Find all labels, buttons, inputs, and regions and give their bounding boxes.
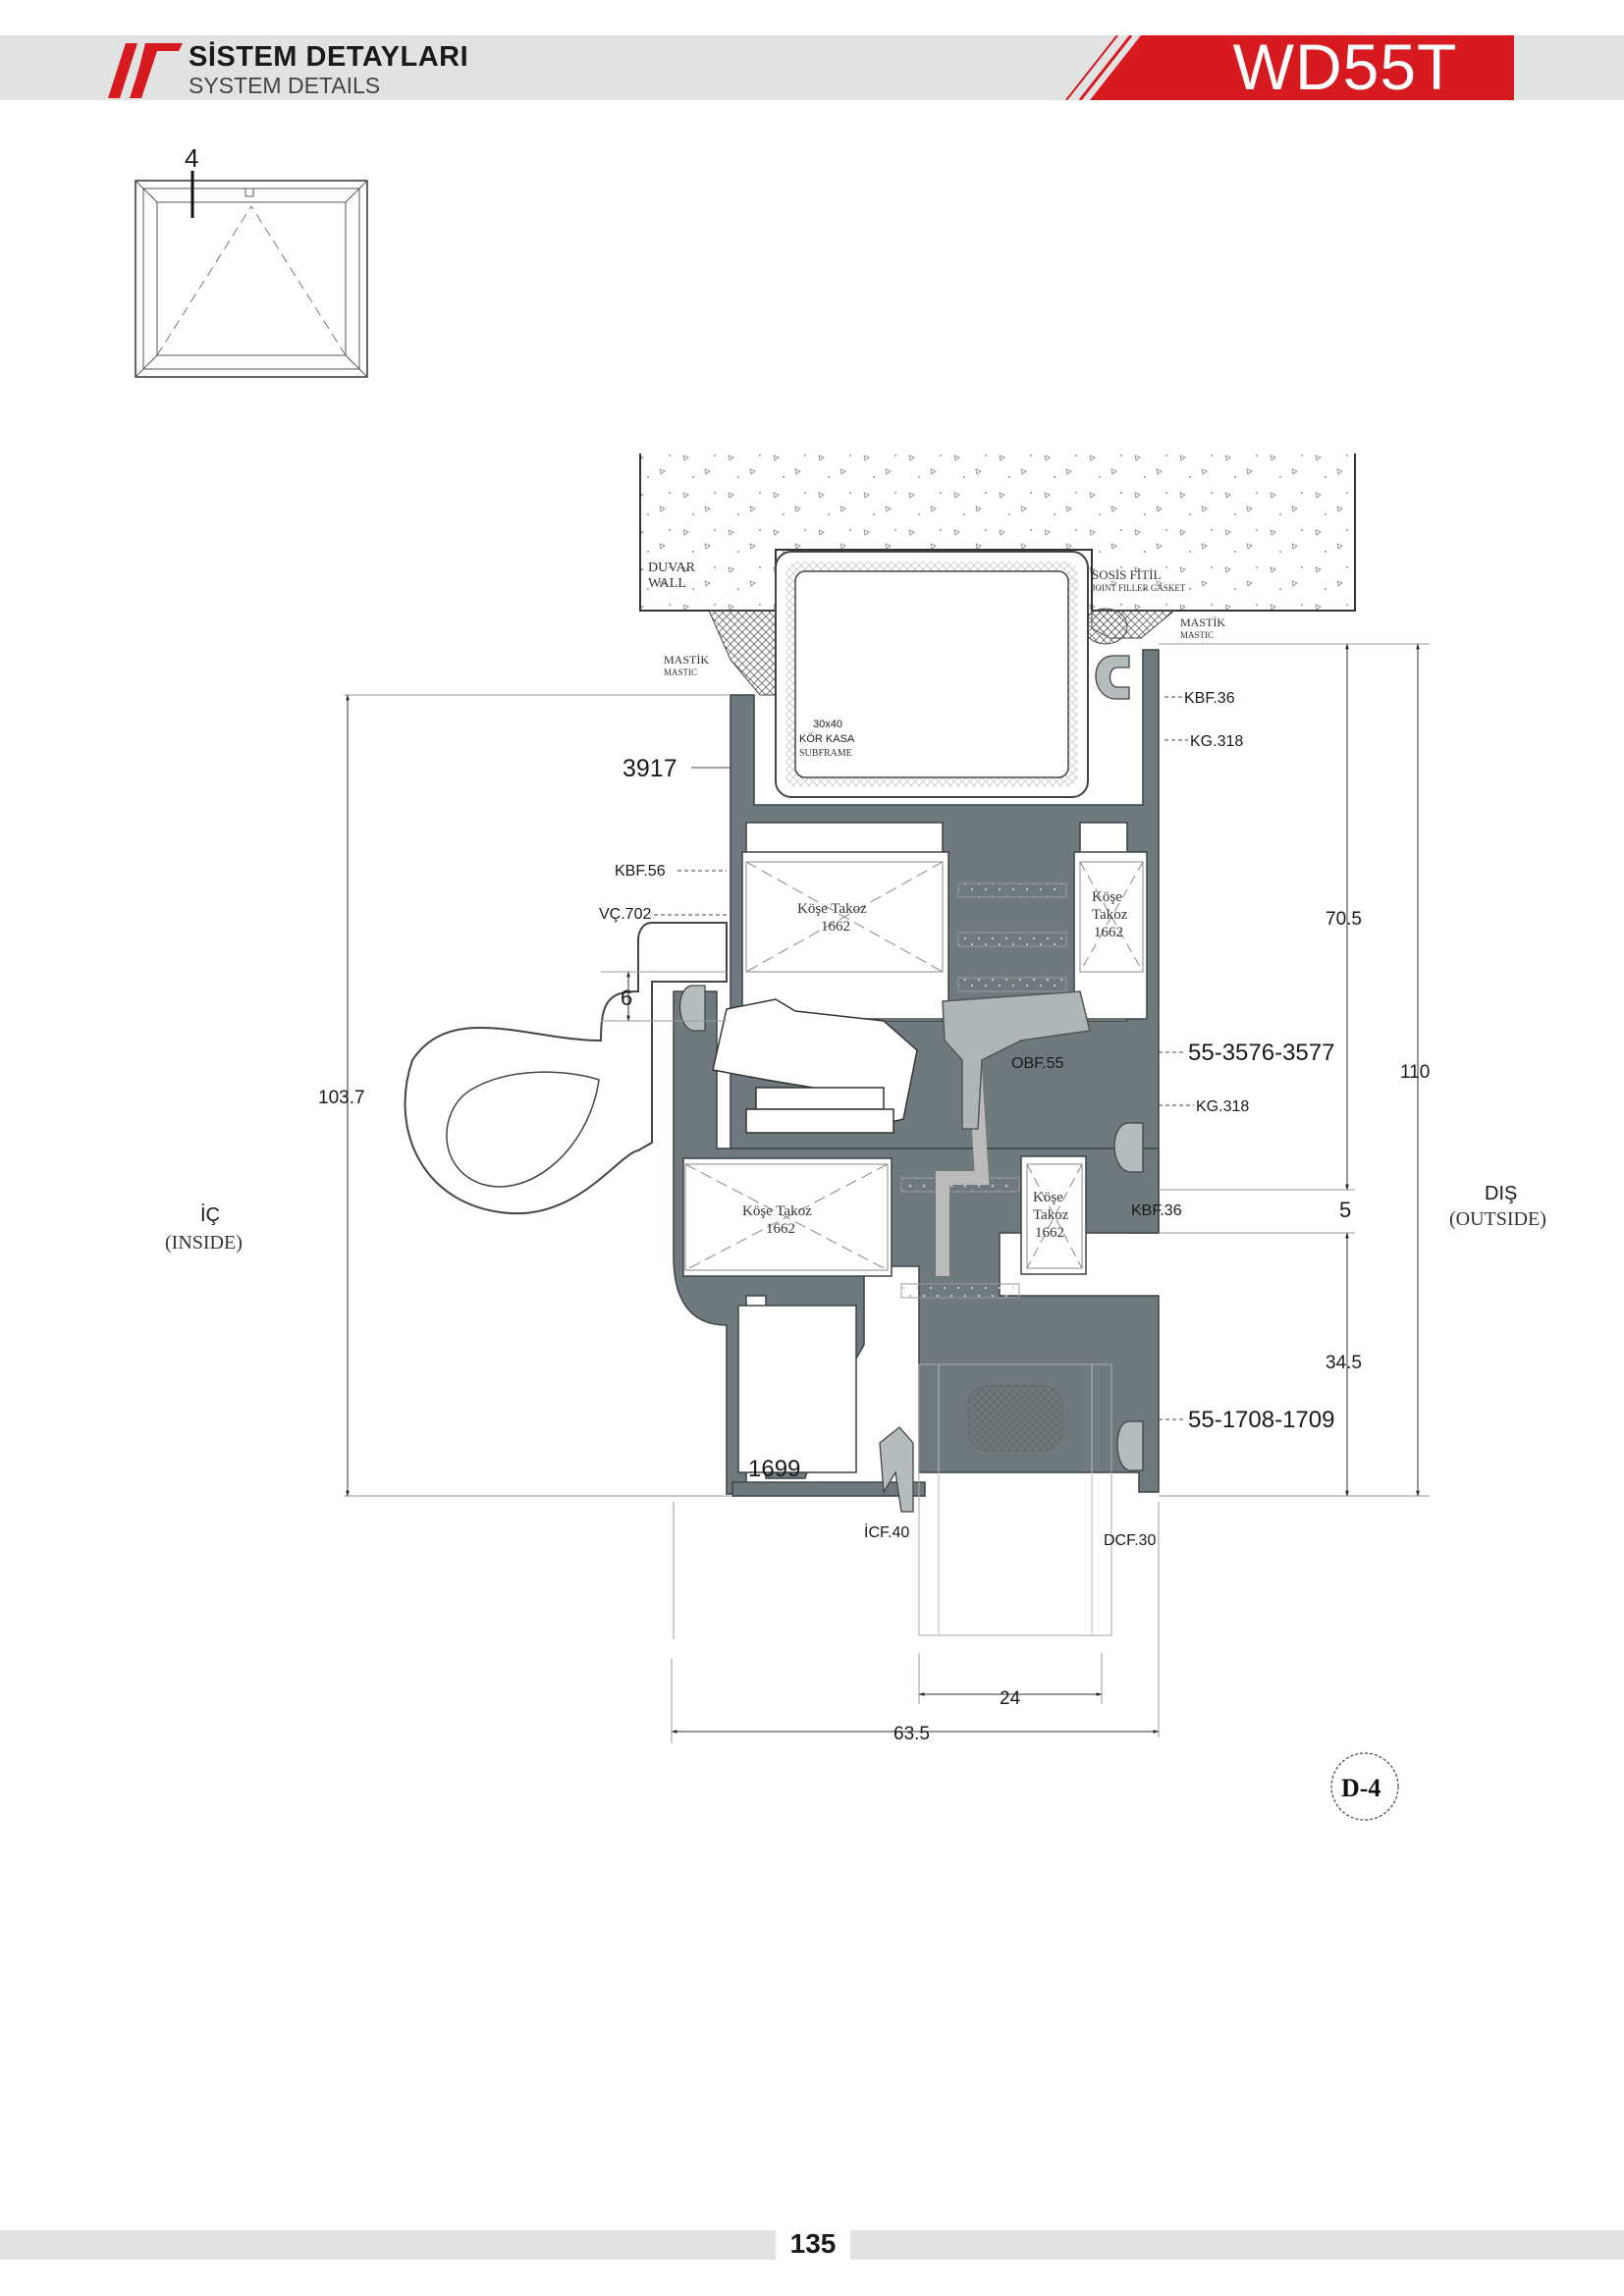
label-inside-en: (INSIDE) [165, 1232, 243, 1254]
label-subframe-size: 30x40 [813, 719, 842, 730]
label-takoz3-b: 1662 [766, 1221, 795, 1237]
label-profile-1699: 1699 [748, 1456, 800, 1482]
label-mastic-right: MASTIC [1180, 630, 1214, 640]
key-plan [135, 171, 368, 378]
model-code: WD55T [1232, 30, 1458, 103]
leader-lines [654, 696, 1194, 1420]
brand-logo-icon [108, 43, 183, 98]
label-outside-tr: DIŞ [1485, 1183, 1517, 1204]
label-takoz2-b: Takoz [1092, 907, 1128, 923]
dim-110: 110 [1400, 1062, 1430, 1083]
label-icf40: İCF.40 [864, 1522, 909, 1541]
title-english: SYSTEM DETAILS [189, 73, 381, 98]
corner-cleats [684, 861, 1144, 1271]
label-joint-filler: JOINT FILLER GASKET [1092, 583, 1186, 593]
label-wall: WALL [648, 576, 686, 591]
label-kg318-top: KG.318 [1190, 733, 1243, 750]
label-inside-tr: İÇ [200, 1203, 220, 1226]
label-outside-en: (OUTSIDE) [1449, 1208, 1546, 1230]
section-number: 4 [185, 143, 198, 173]
label-mastic-left: MASTIC [664, 667, 697, 677]
label-dcf30: DCF.30 [1104, 1532, 1156, 1549]
label-takoz4-a: Köşe [1033, 1190, 1063, 1205]
label-kg318-mid: KG.318 [1196, 1098, 1249, 1115]
detail-tag-circle [1330, 1752, 1399, 1821]
label-profile-3576: 55-3576-3577 [1188, 1040, 1334, 1066]
hardware [712, 998, 918, 1134]
label-takoz2-c: 1662 [1094, 925, 1123, 940]
dim-6: 6 [621, 986, 632, 1010]
label-kbf36-mid: KBF.36 [1131, 1202, 1182, 1219]
label-takoz4-b: Takoz [1033, 1207, 1069, 1223]
dim-70-5: 70.5 [1326, 909, 1362, 930]
label-profile-1708: 55-1708-1709 [1188, 1407, 1334, 1433]
model-tab [1065, 35, 1514, 100]
label-mastik-right: MASTİK [1180, 615, 1225, 629]
label-sosis: SOSİS FİTİL [1092, 567, 1161, 582]
glazing-infill [918, 1363, 1112, 1636]
frame-chambers [741, 851, 1148, 1020]
label-kbf36-top: KBF.36 [1184, 690, 1235, 707]
label-mastik-left: MASTİK [664, 653, 709, 667]
label-kbf56: KBF.56 [615, 863, 666, 880]
label-subframe-tr: KÖR KASA [799, 733, 855, 745]
dimension-lines [344, 643, 1430, 1743]
handle [404, 922, 728, 1215]
label-subframe-en: SUBFRAME [799, 748, 852, 759]
gaskets [679, 655, 1144, 1513]
label-takoz2-a: Köşe [1092, 889, 1122, 905]
dim-34-5: 34.5 [1326, 1353, 1362, 1373]
subframe [775, 551, 1089, 798]
label-vc702: VÇ.702 [599, 906, 651, 923]
detail-tag: D-4 [1341, 1774, 1380, 1802]
label-takoz3-a: Köşe Takoz [742, 1203, 812, 1219]
title-turkish: SİSTEM DETAYLARI [189, 41, 469, 73]
label-profile-3917: 3917 [623, 755, 677, 782]
label-obf55: OBF.55 [1011, 1055, 1063, 1072]
label-takoz4-c: 1662 [1035, 1225, 1064, 1241]
label-takoz1-a: Köşe Takoz [797, 901, 867, 917]
dim-5: 5 [1339, 1198, 1351, 1222]
page-number: 135 [776, 2228, 850, 2260]
label-takoz1-b: 1662 [821, 919, 850, 934]
dim-63-5: 63.5 [893, 1724, 930, 1744]
dim-24: 24 [1000, 1688, 1021, 1709]
dim-103-7: 103.7 [318, 1088, 365, 1108]
label-duvar: DUVAR [648, 561, 696, 575]
center-gasket [942, 990, 1091, 1130]
